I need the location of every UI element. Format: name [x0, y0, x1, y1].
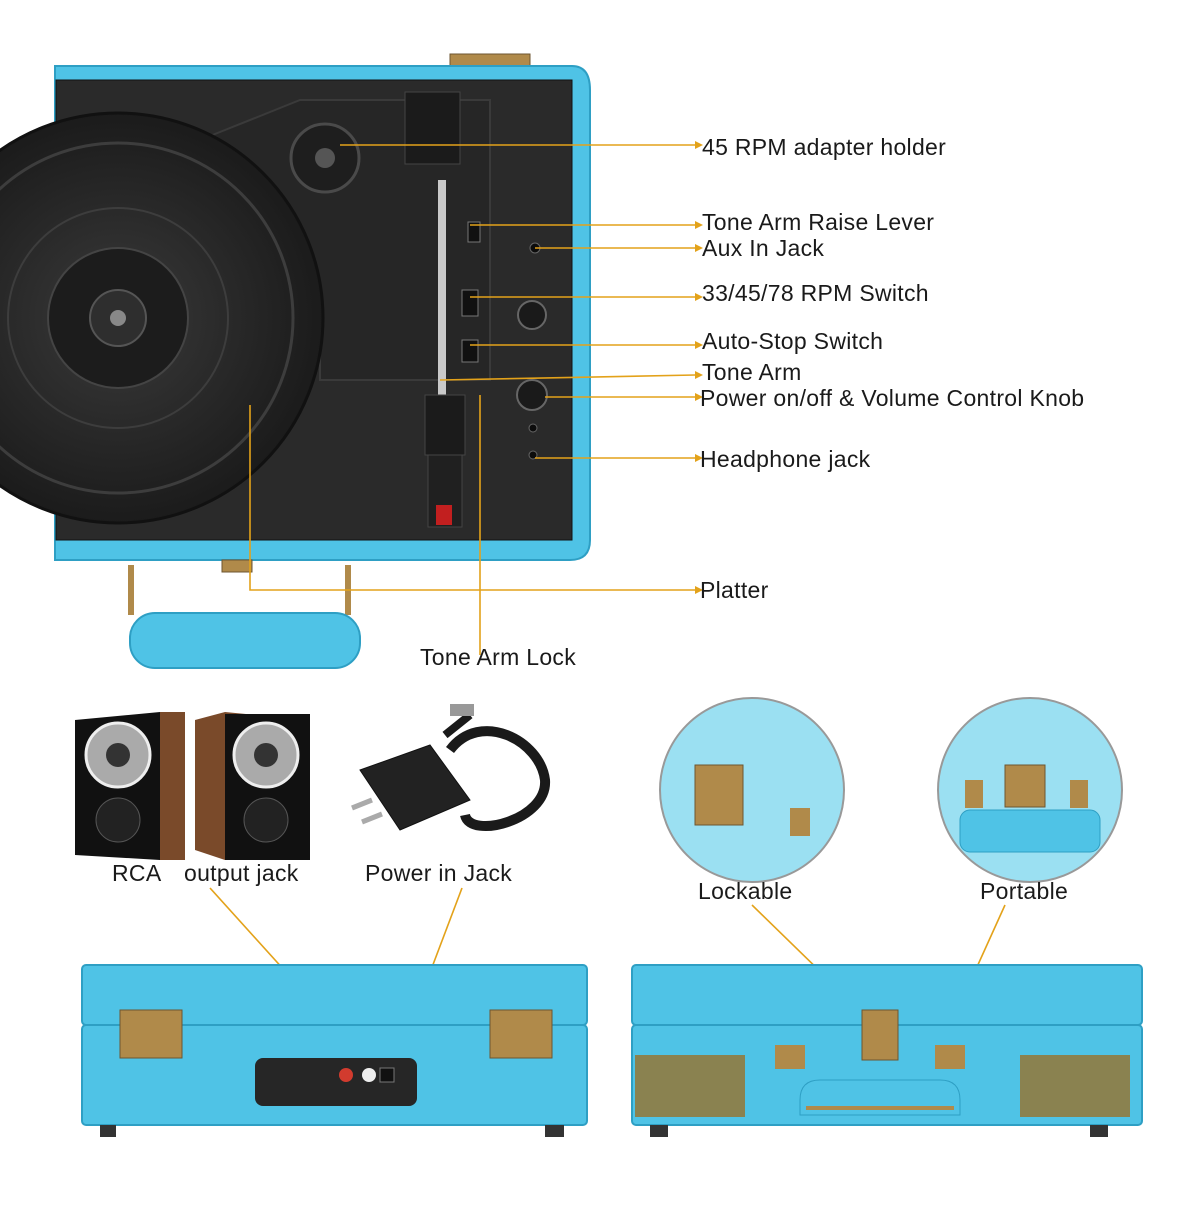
- platter: [0, 111, 325, 525]
- volume-knob: [516, 379, 548, 411]
- label-rpm-switch: 33/45/78 RPM Switch: [702, 280, 929, 306]
- adapter-holder: [289, 122, 361, 194]
- label-portable: Portable: [980, 878, 1069, 904]
- case-back-view: [81, 964, 588, 1137]
- turntable-top-view: [0, 53, 703, 669]
- label-rca: RCA: [112, 860, 162, 886]
- speaker-pair-icon: [75, 712, 310, 860]
- label-headphone: Headphone jack: [700, 446, 871, 472]
- latch-closeup: [659, 697, 845, 883]
- label-platter: Platter: [700, 577, 769, 603]
- power-adapter-icon: [351, 704, 550, 832]
- headphone-port: [528, 423, 538, 433]
- label-aux-in: Aux In Jack: [702, 235, 825, 261]
- top-hinge: [449, 53, 531, 67]
- label-power-in: Power in Jack: [365, 860, 513, 886]
- speed-knob: [517, 300, 547, 330]
- label-lockable: Lockable: [698, 878, 793, 904]
- label-power-volume: Power on/off & Volume Control Knob: [700, 385, 1085, 411]
- label-auto-stop: Auto-Stop Switch: [702, 328, 884, 354]
- case-front-view: [631, 964, 1143, 1137]
- tone-arm: [404, 91, 466, 528]
- label-adapter-holder: 45 RPM adapter holder: [702, 134, 947, 160]
- rpm-switch-slot: [461, 289, 479, 317]
- carry-handle: [128, 559, 361, 669]
- label-output-jack: output jack: [184, 860, 299, 886]
- label-raise-lever: Tone Arm Raise Lever: [702, 209, 935, 235]
- back-panel-illustration: [75, 704, 588, 1137]
- callout-lines: [249, 144, 696, 655]
- raise-lever: [467, 221, 481, 243]
- auto-stop-slot: [461, 339, 479, 363]
- label-tone-arm: Tone Arm: [702, 359, 802, 385]
- front-panel-illustration: [631, 697, 1143, 1137]
- label-arm-lock: Tone Arm Lock: [420, 644, 577, 670]
- handle-closeup: [937, 697, 1123, 883]
